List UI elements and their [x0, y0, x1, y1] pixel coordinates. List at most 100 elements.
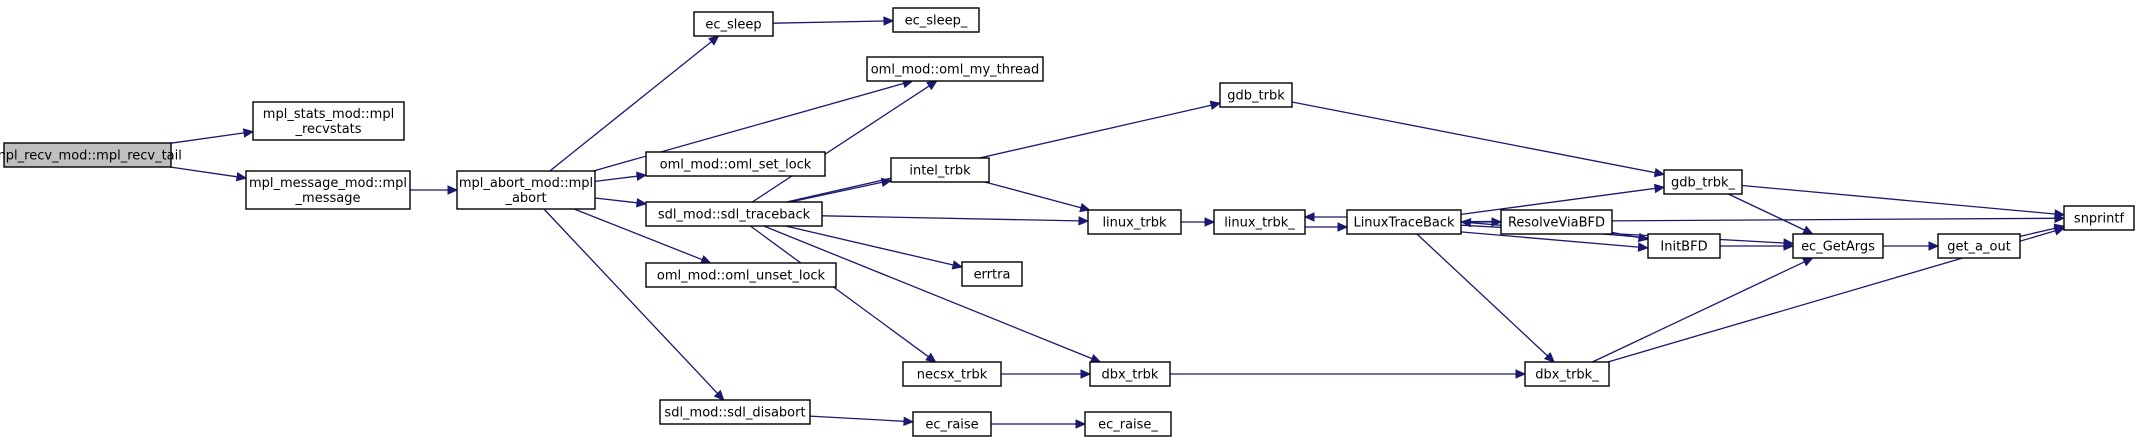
edge-sdl_traceback-to-linux_trbk	[821, 215, 1090, 226]
node-ec_raise[interactable]: ec_raise	[912, 411, 992, 437]
node-box	[245, 170, 411, 210]
edge-sdl_traceback-to-errtra	[785, 225, 964, 270]
node-label: ec_raise	[925, 418, 978, 433]
node-InitBFD[interactable]: InitBFD	[1647, 233, 1721, 259]
node-label: ResolveViaBFD	[1508, 216, 1605, 231]
edge-abort-to-sdl_disabort	[543, 208, 725, 401]
node-label: gdb_trbk	[1227, 89, 1285, 104]
node-ec_sleep[interactable]: ec_sleep	[693, 11, 774, 37]
node-box	[1346, 209, 1462, 235]
edge-linux_trbk_-to-LinuxTraceBack	[1304, 222, 1349, 232]
node-ec_sleep_[interactable]: ec_sleep_	[892, 7, 980, 33]
node-gdb_trbk_[interactable]: gdb_trbk_	[1663, 169, 1743, 195]
edge-LinuxTraceBack-to-InitBFD	[1460, 231, 1649, 252]
node-abort[interactable]: mpl_abort_mod::mpl_abort	[456, 170, 596, 210]
node-ec_raise_[interactable]: ec_raise_	[1084, 411, 1172, 437]
node-sdl_disabort[interactable]: sdl_mod::sdl_disabort	[659, 399, 811, 425]
node-label: mpl_message_mod::mpl	[249, 176, 407, 191]
node-LinuxTraceBack[interactable]: LinuxTraceBack	[1346, 209, 1462, 235]
node-label: ec_sleep_	[905, 14, 968, 29]
node-label: _message	[295, 191, 361, 206]
node-linux_trbk_[interactable]: linux_trbk_	[1213, 209, 1306, 235]
node-label: mpl_stats_mod::mpl	[263, 107, 394, 122]
node-label: linux_trbk	[1102, 216, 1167, 231]
node-root[interactable]: mpl_recv_mod::mpl_recv_tail	[0, 142, 182, 168]
node-message[interactable]: mpl_message_mod::mpl_message	[245, 170, 411, 210]
node-box	[645, 262, 837, 288]
edge-dbx_trbk_-to-ec_GetArgs	[1592, 257, 1814, 363]
node-label: ec_sleep	[705, 18, 761, 33]
node-oml_set_lock[interactable]: oml_mod::oml_set_lock	[645, 151, 826, 177]
node-label: get_a_out	[1947, 240, 2011, 255]
node-box	[1937, 233, 2021, 259]
node-label: mpl_recv_mod::mpl_recv_tail	[0, 149, 182, 164]
node-box	[1792, 233, 1884, 259]
edge-LinuxTraceBack-to-gdb_trbk_	[1460, 183, 1666, 216]
node-label: gdb_trbk_	[1671, 176, 1735, 191]
node-label: snprintf	[2074, 212, 2125, 227]
node-box	[1219, 82, 1293, 108]
node-label: oml_mod::oml_unset_lock	[657, 269, 826, 284]
node-label: oml_mod::oml_my_thread	[871, 63, 1040, 78]
node-oml_unset_lock[interactable]: oml_mod::oml_unset_lock	[645, 262, 837, 288]
node-label: sdl_mod::sdl_disabort	[664, 406, 805, 421]
edge-root-to-message	[169, 166, 248, 182]
edge-abort-to-sdl_traceback	[594, 197, 648, 208]
node-gdb_trbk[interactable]: gdb_trbk	[1219, 82, 1293, 108]
node-label: errtra	[974, 268, 1011, 283]
edge-message-to-abort	[409, 185, 459, 195]
node-box	[2063, 205, 2135, 231]
node-box	[659, 399, 811, 425]
node-errtra[interactable]: errtra	[961, 261, 1023, 287]
edge-linux_trbk-to-linux_trbk_	[1181, 217, 1216, 227]
edge-intel_trbk-to-linux_trbk	[984, 181, 1091, 213]
node-label: LinuxTraceBack	[1353, 216, 1455, 231]
call-graph-edges	[169, 16, 2066, 429]
node-get_a_out[interactable]: get_a_out	[1937, 233, 2021, 259]
node-box	[1524, 361, 1610, 387]
node-label: ec_raise_	[1098, 418, 1158, 433]
node-recvstats[interactable]: mpl_stats_mod::mpl_recvstats	[252, 101, 405, 141]
node-dbx_trbk[interactable]: dbx_trbk	[1089, 361, 1171, 387]
node-box	[902, 361, 1002, 387]
node-ResolveViaBFD[interactable]: ResolveViaBFD	[1500, 209, 1613, 235]
node-box	[1500, 209, 1613, 235]
node-box	[1084, 411, 1172, 437]
node-label: oml_mod::oml_set_lock	[660, 158, 812, 173]
node-box	[252, 101, 405, 141]
node-box	[1087, 209, 1182, 235]
node-label: dbx_trbk	[1102, 368, 1159, 383]
node-snprintf[interactable]: snprintf	[2063, 205, 2135, 231]
node-intel_trbk[interactable]: intel_trbk	[890, 157, 990, 183]
node-box	[456, 170, 596, 210]
node-oml_my_thread[interactable]: oml_mod::oml_my_thread	[866, 56, 1044, 82]
node-box	[645, 201, 823, 227]
node-box	[866, 56, 1044, 82]
node-linux_trbk[interactable]: linux_trbk	[1087, 209, 1182, 235]
node-necsx_trbk[interactable]: necsx_trbk	[902, 361, 1002, 387]
node-box	[961, 261, 1023, 287]
edge-abort-to-ec_sleep	[549, 35, 720, 172]
node-label: sdl_mod::sdl_traceback	[658, 208, 811, 223]
node-label: _recvstats	[294, 122, 361, 137]
edge-InitBFD-to-ec_GetArgs	[1719, 241, 1795, 251]
node-label: InitBFD	[1660, 240, 1707, 255]
edge-sdl_traceback-to-oml_my_thread	[751, 80, 938, 203]
edge-ec_sleep-to-ec_sleep_	[772, 16, 895, 26]
node-sdl_traceback[interactable]: sdl_mod::sdl_traceback	[645, 201, 823, 227]
node-box	[1213, 209, 1306, 235]
edge-sdl_disabort-to-ec_raise	[809, 415, 915, 427]
node-box	[912, 411, 992, 437]
node-label: necsx_trbk	[917, 368, 988, 383]
edge-sdl_traceback-to-intel_trbk	[790, 177, 893, 203]
node-label: linux_trbk_	[1224, 216, 1295, 231]
node-box	[890, 157, 990, 183]
node-box	[3, 142, 172, 168]
edge-dbx_trbk-to-dbx_trbk_	[1170, 369, 1527, 379]
edge-gdb_trbk_-to-snprintf	[1741, 184, 2066, 219]
edge-sdl_traceback-to-necsx_trbk	[750, 225, 937, 363]
node-box	[645, 151, 826, 177]
node-box	[1663, 169, 1743, 195]
node-dbx_trbk_[interactable]: dbx_trbk_	[1524, 361, 1610, 387]
node-ec_GetArgs[interactable]: ec_GetArgs	[1792, 233, 1884, 259]
